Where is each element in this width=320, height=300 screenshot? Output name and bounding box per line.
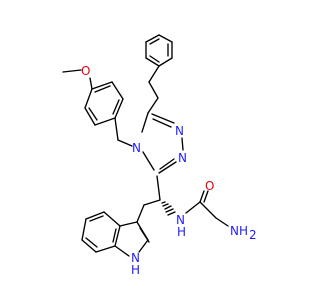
methoxyphenyl-ring	[84, 81, 124, 126]
carbonyl-bond-2	[203, 190, 209, 203]
chiral-bond	[156, 175, 161, 201]
amine-bond	[215, 217, 229, 227]
triazole-n1-label: N	[175, 124, 184, 138]
benzyl-link-bond	[114, 117, 119, 141]
methyl-bond	[62, 69, 82, 73]
amine-label: NH	[230, 224, 248, 238]
indole-ring	[81, 211, 150, 257]
indole-link-bond	[136, 204, 145, 223]
amide-nitrogen-label: N	[176, 213, 185, 227]
stereo-hash-bond	[161, 201, 176, 216]
ethyl-linker	[147, 65, 160, 114]
amine-subscript-label: 2	[249, 228, 257, 242]
triazole-n4-label: N	[132, 141, 141, 155]
triazole-ring	[141, 112, 184, 174]
triazole-n2-label: N	[178, 151, 187, 165]
carbonyl-oxygen-label: O	[205, 179, 214, 193]
amide-bond	[185, 201, 201, 214]
benzyl-ch2-bond	[117, 139, 133, 147]
indole-nitrogen-label: N	[131, 251, 140, 265]
indole-hydrogen-label: H	[131, 263, 140, 277]
molecule-structure-diagram: O N N N N H O NH 2 N H	[62, 34, 257, 277]
glycine-ch2-bond	[199, 201, 217, 219]
carbonyl-bond-1	[199, 190, 205, 203]
phenyl-ring	[145, 34, 173, 67]
ch2-bond	[143, 199, 161, 206]
amide-hydrogen-label: H	[177, 225, 186, 239]
methoxy-oxygen-label: O	[81, 64, 90, 78]
molecule-drawing: O N N N N H O NH 2 N H	[62, 34, 257, 277]
methoxy-bond	[89, 77, 93, 90]
